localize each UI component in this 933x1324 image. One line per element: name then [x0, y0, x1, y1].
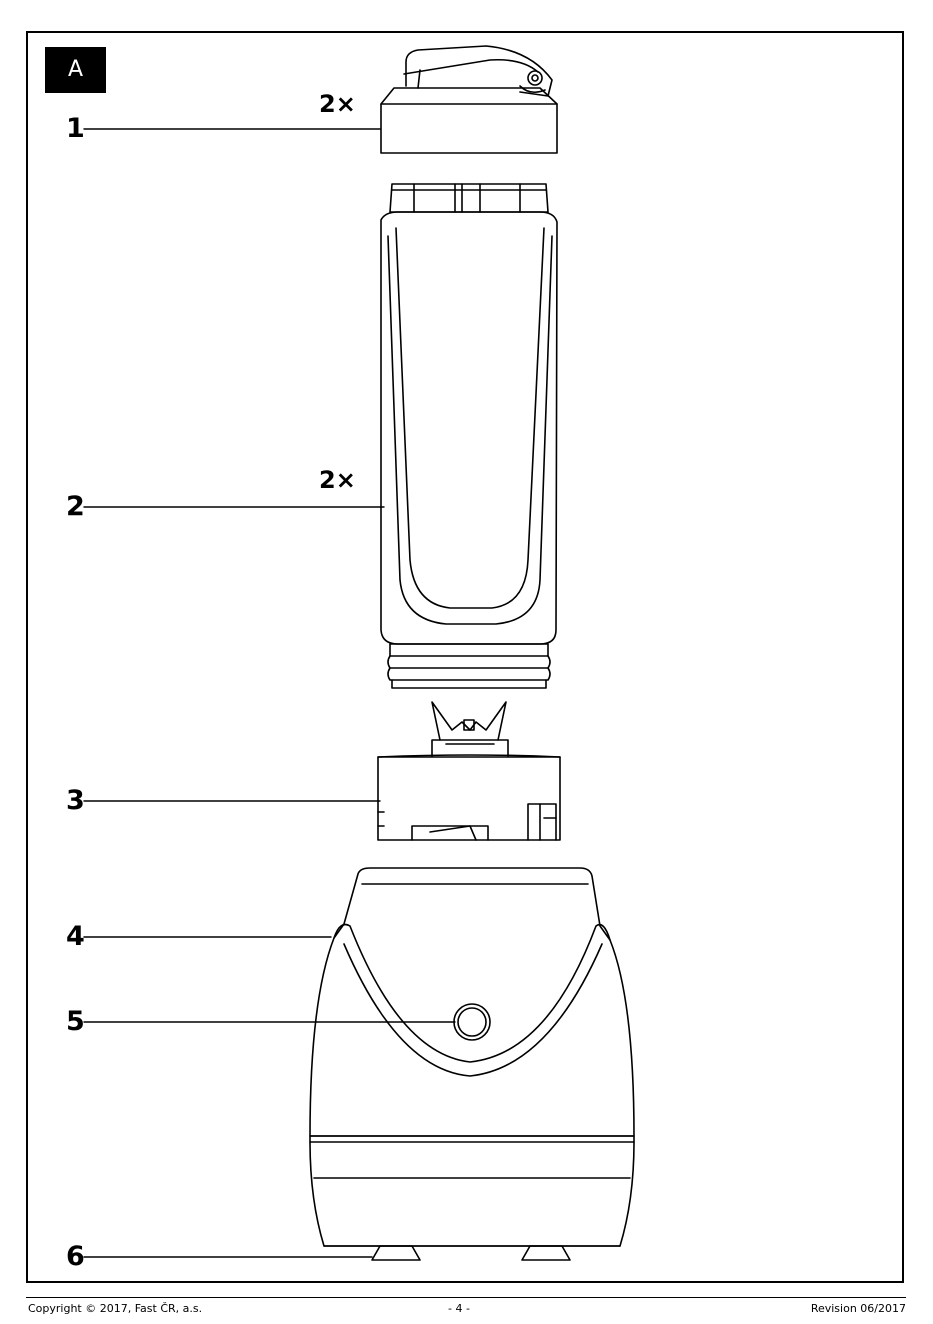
blade-unit-drawing	[378, 702, 560, 840]
footer-page-number: - 4 -	[448, 1302, 470, 1316]
lid-drawing	[381, 46, 557, 153]
part-1-quantity: 2×	[319, 90, 356, 118]
part-number-3: 3	[66, 786, 85, 816]
part-number-4: 4	[66, 922, 85, 952]
motor-base-drawing	[310, 868, 634, 1246]
part-number-2: 2	[66, 492, 85, 522]
feet-drawing	[372, 1246, 570, 1260]
part-number-1: 1	[66, 114, 85, 144]
footer-copyright: Copyright © 2017, Fast ČR, a.s.	[28, 1302, 202, 1316]
part-2-quantity: 2×	[319, 466, 356, 494]
power-button-drawing	[454, 1004, 490, 1040]
part-number-5: 5	[66, 1007, 85, 1037]
footer-divider	[26, 1297, 906, 1298]
footer-revision: Revision 06/2017	[811, 1302, 906, 1316]
bottle-drawing	[381, 184, 557, 688]
part-number-6: 6	[66, 1242, 85, 1272]
